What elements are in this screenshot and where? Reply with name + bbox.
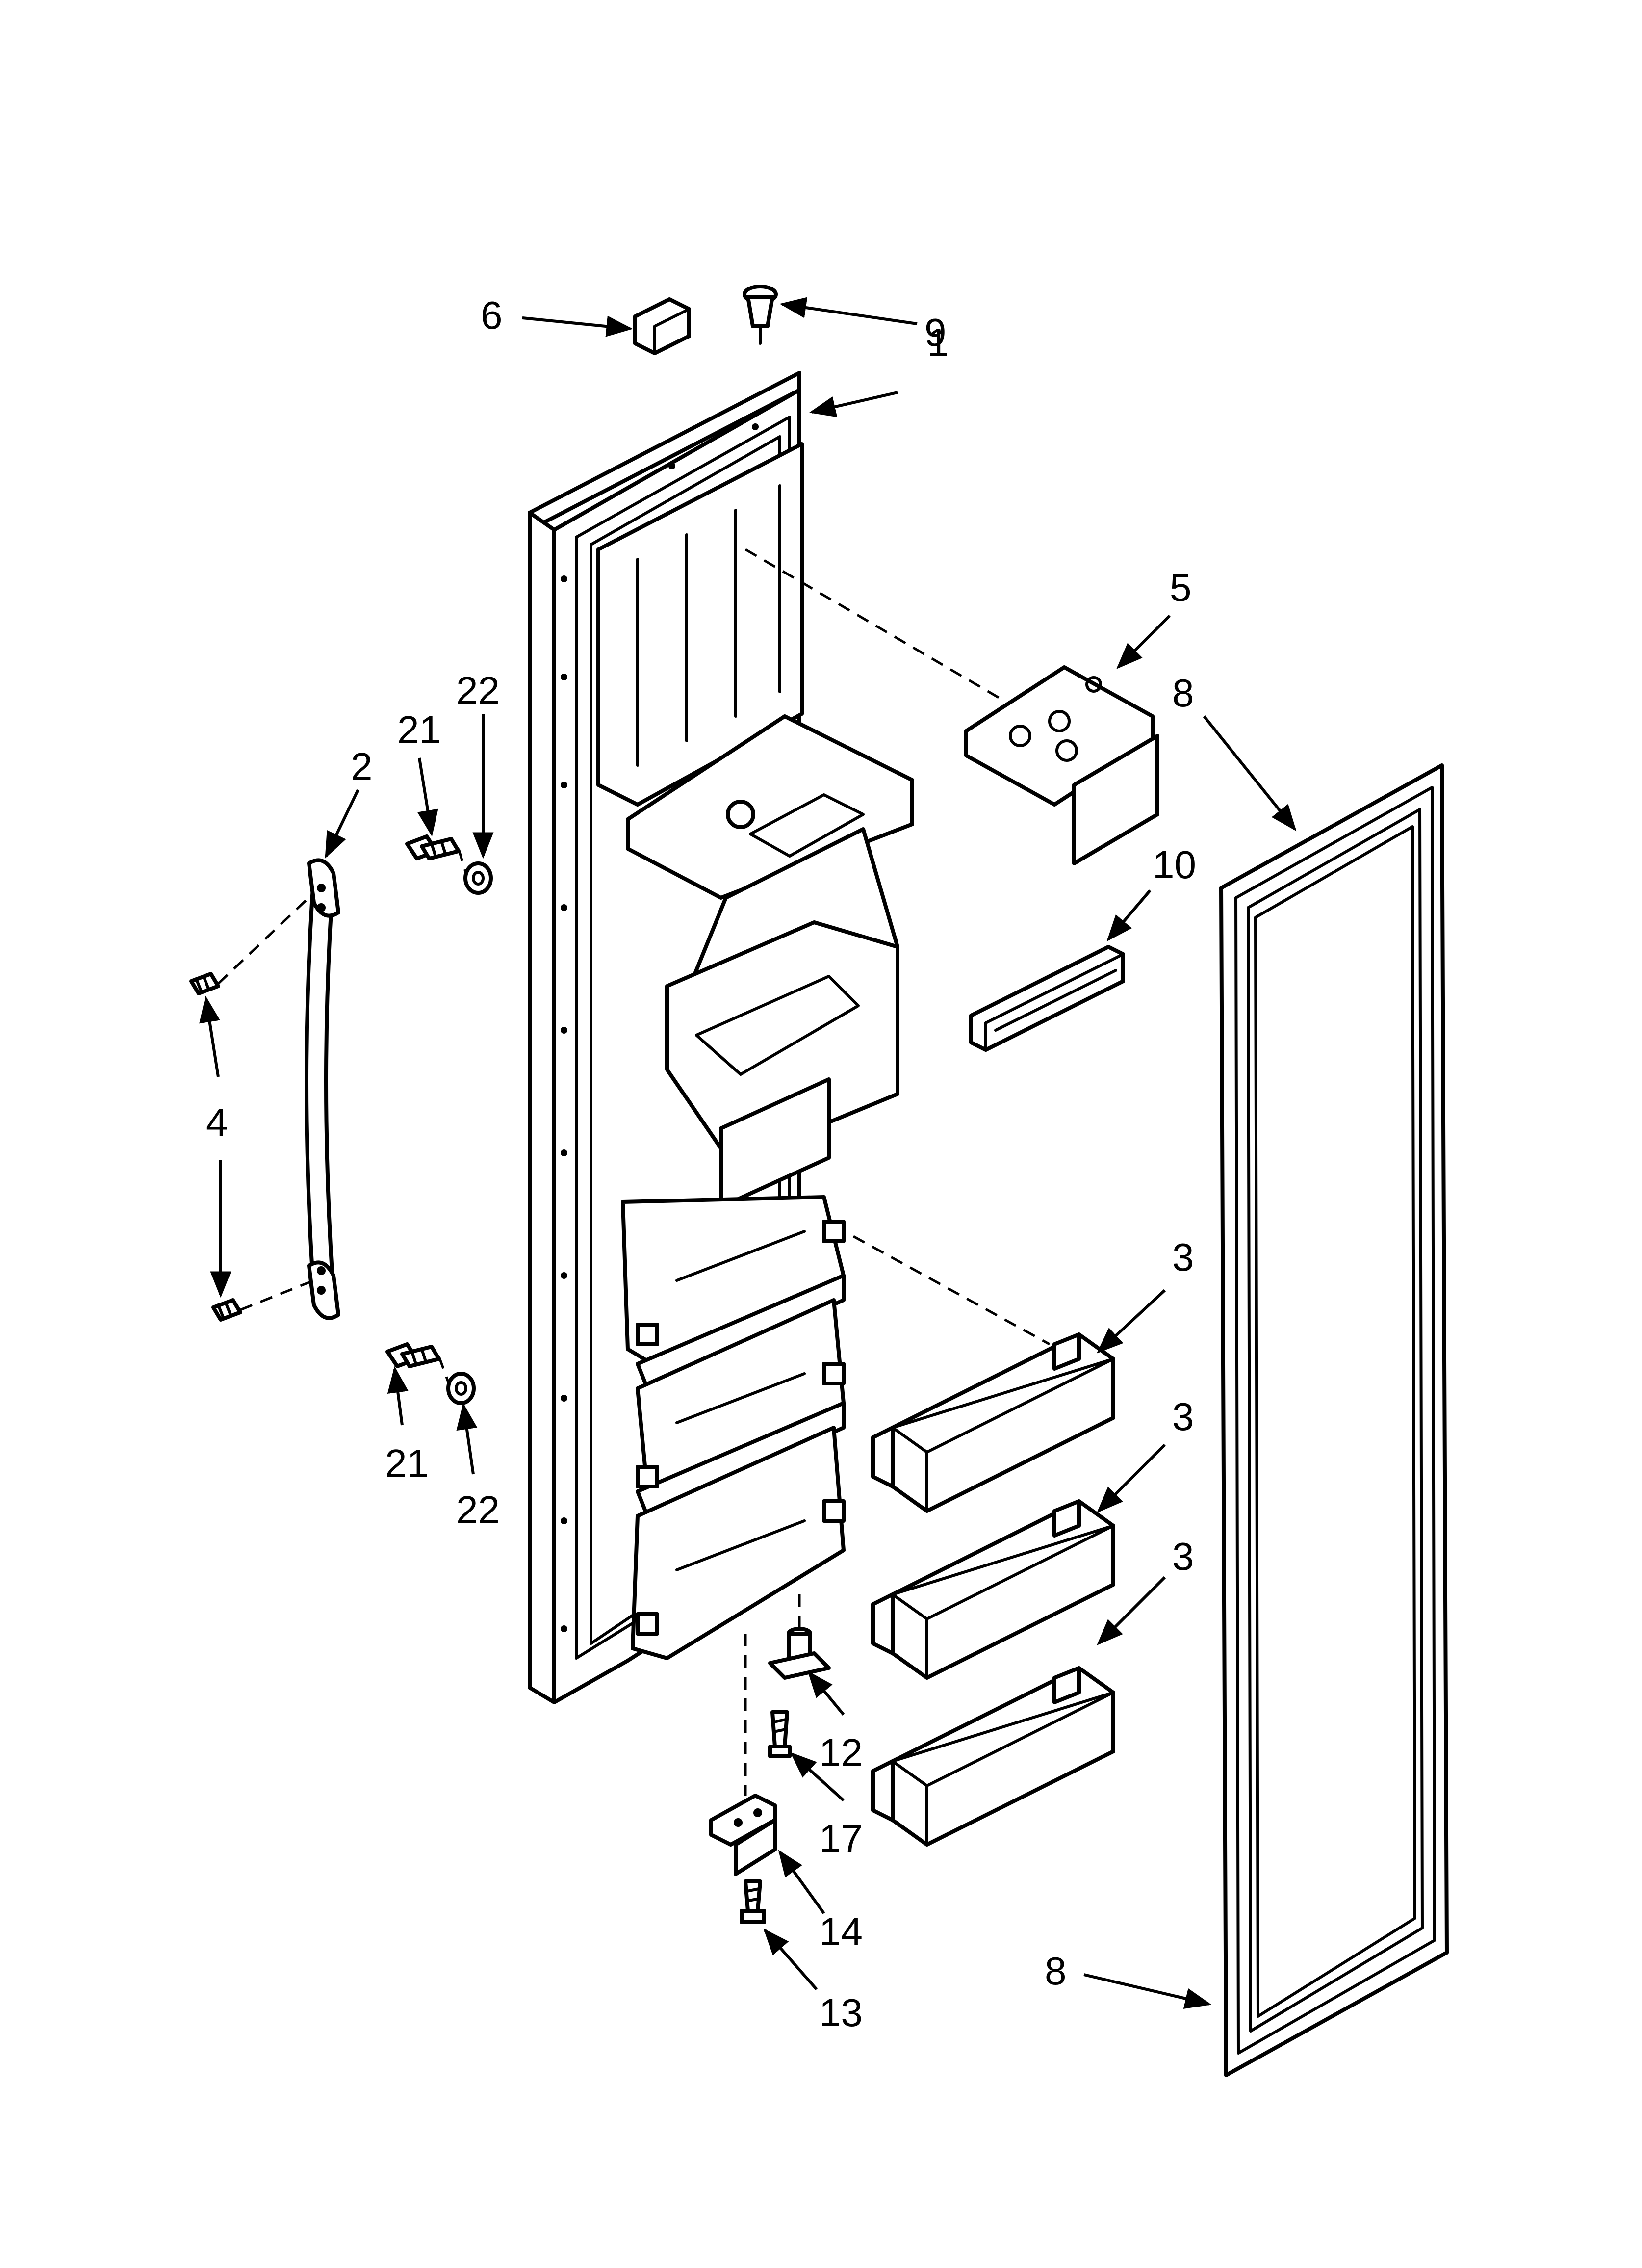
callout-8-top: 8: [1172, 671, 1194, 715]
callout-10: 10: [1153, 843, 1196, 886]
door-bin-upper: [871, 1332, 1115, 1513]
callout-6: 6: [481, 293, 503, 337]
callout-21-upper: 21: [397, 708, 441, 752]
callout-4: 4: [206, 1100, 228, 1144]
callout-14: 14: [819, 1910, 863, 1954]
door-gasket: [1219, 763, 1449, 2077]
refrigerator-door: [528, 371, 914, 1704]
top-block-part: [633, 297, 691, 355]
callout-17: 17: [819, 1817, 863, 1860]
callout-3-lower: 3: [1172, 1535, 1194, 1578]
callout-3-upper: 3: [1172, 1235, 1194, 1279]
hinge-screw-part: [740, 1879, 766, 1924]
callout-21-lower: 21: [385, 1441, 429, 1485]
callout-2: 2: [351, 745, 373, 788]
callout-labels: 6 9 1 5 8 10 2 21 22 4 3 3 3 21 22 12 17…: [206, 293, 1196, 2034]
callout-5: 5: [1170, 566, 1192, 609]
handle-screw-lower-part: [385, 1342, 441, 1368]
callout-9: 9: [924, 311, 947, 354]
callout-1: 1: [927, 320, 949, 364]
bottom-hinge-part: [709, 1794, 777, 1876]
callout-8-bottom: 8: [1045, 1949, 1067, 1993]
callout-3-middle: 3: [1172, 1395, 1194, 1438]
top-plug-part: [743, 285, 778, 345]
callout-22-upper: 22: [456, 669, 500, 712]
callout-13: 13: [819, 1991, 863, 2034]
handle-screw-upper-part: [405, 834, 461, 860]
handle-stud-upper: [189, 972, 220, 995]
spacer-upper-part: [463, 861, 493, 895]
door-handle: [305, 858, 340, 1320]
door-bin-middle: [871, 1499, 1115, 1680]
channel-part: [969, 945, 1125, 1052]
door-screw-holes: [561, 423, 759, 1632]
spacer-lower-part: [446, 1372, 476, 1405]
callout-leaders: [199, 297, 1297, 2009]
door-bin-lower: [871, 1666, 1115, 1847]
hinge-cover-plate-part: [964, 665, 1159, 865]
handle-stud-lower: [211, 1298, 242, 1322]
hinge-pin-part: [768, 1627, 831, 1680]
callout-22-lower: 22: [456, 1488, 500, 1532]
callout-12: 12: [819, 1731, 863, 1774]
pin-screw-part: [768, 1710, 792, 1758]
